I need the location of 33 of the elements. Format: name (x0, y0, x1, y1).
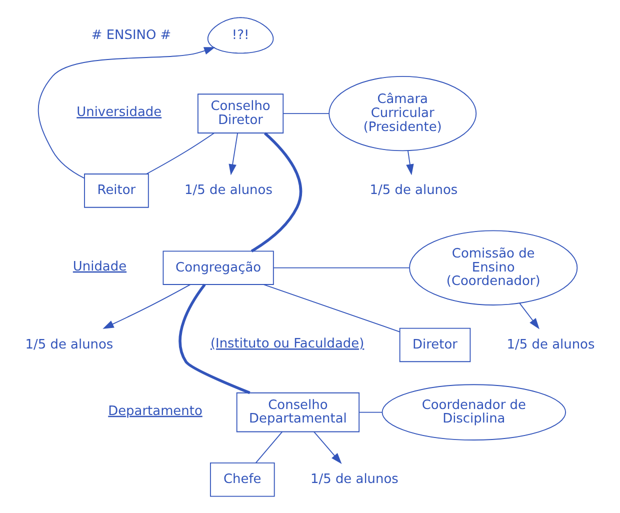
node-box: Congregação (162, 250, 274, 284)
arrow (228, 132, 238, 175)
arrow (406, 150, 414, 175)
label: (Instituto ou Faculdade) (210, 336, 364, 351)
node-text: 1/5 de alunos (310, 472, 398, 487)
arrow (38, 46, 216, 178)
node-box: Conselho Departamental (236, 392, 360, 432)
label: Departamento (108, 403, 202, 418)
node-text: 1/5 de alunos (370, 182, 458, 198)
node-ellipse: Câmara Curricular (Presidente) (328, 75, 477, 151)
connector (178, 283, 250, 394)
node-text: 1/5 de alunos (25, 336, 114, 352)
label: Universidade (76, 104, 162, 120)
node-ellipse: Coordenador de Disciplina (382, 384, 566, 440)
node-box: Reitor (84, 173, 149, 208)
node-text: 1/5 de alunos (184, 182, 272, 198)
connector (358, 411, 382, 412)
connector (250, 132, 302, 252)
connector (146, 132, 215, 174)
label: Unidade (72, 258, 127, 274)
connector (273, 266, 410, 268)
node-ellipse: Comissão de Ensino (Coordenador) (409, 230, 578, 305)
arrow (519, 302, 540, 329)
node-text: 1/5 de alunos (506, 336, 595, 352)
arrow (102, 284, 191, 328)
label: # ENSINO # (91, 27, 172, 42)
connector (255, 430, 283, 463)
node-box: Diretor (399, 327, 471, 362)
arrow (314, 430, 342, 464)
connector (282, 112, 330, 114)
node-box: Chefe (210, 462, 275, 496)
connector (263, 284, 400, 332)
node-box: Conselho Diretor (197, 93, 284, 133)
